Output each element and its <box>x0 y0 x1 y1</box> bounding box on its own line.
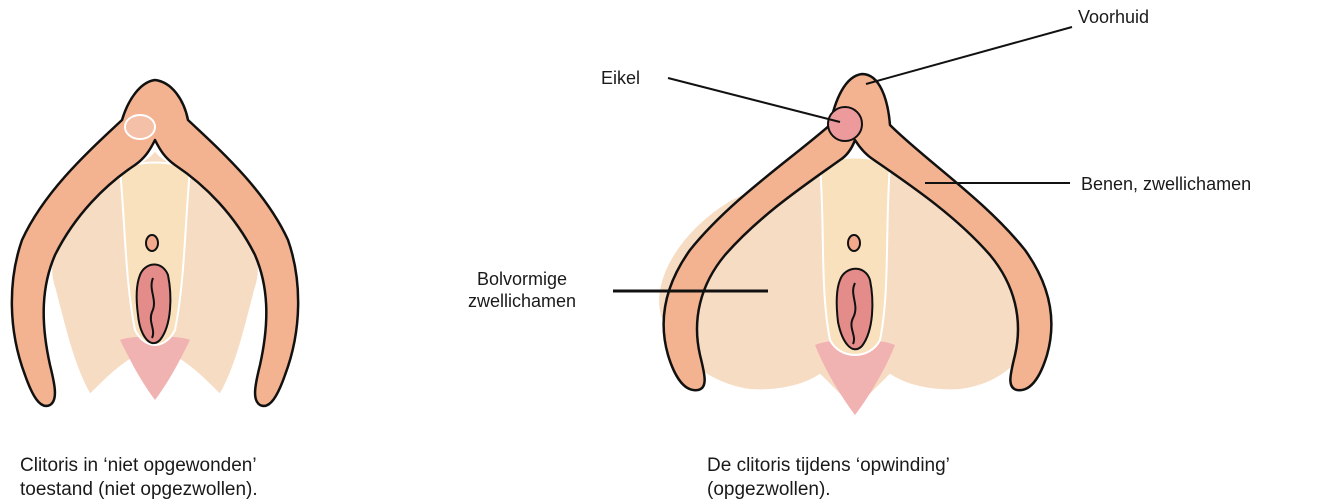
label-bolvormige-line2: zwellichamen <box>468 290 576 312</box>
label-benen-zwellichamen: Benen, zwellichamen <box>1081 173 1251 195</box>
caption-left-line2: toestand (niet opgezwollen). <box>20 478 258 502</box>
caption-right-line1: De clitoris tijdens ‘opwinding’ <box>707 454 950 478</box>
caption-right: De clitoris tijdens ‘opwinding’ (opgezwo… <box>707 454 950 502</box>
leader-voorhuid <box>866 27 1072 84</box>
right-glans <box>828 107 862 141</box>
label-eikel: Eikel <box>601 67 640 89</box>
label-bolvormige-line1: Bolvormige <box>468 268 576 290</box>
label-voorhuid: Voorhuid <box>1078 6 1149 28</box>
label-bolvormige-zwellichamen: Bolvormige zwellichamen <box>468 268 576 312</box>
left-glans <box>125 115 155 139</box>
left-illustration <box>12 80 298 406</box>
caption-left: Clitoris in ‘niet opgewonden’ toestand (… <box>20 454 258 502</box>
right-illustration <box>658 74 1051 415</box>
right-urethra <box>848 235 860 251</box>
caption-right-line2: (opgezwollen). <box>707 478 950 502</box>
leader-eikel <box>668 78 840 122</box>
left-urethra <box>146 235 158 251</box>
caption-left-line1: Clitoris in ‘niet opgewonden’ <box>20 454 258 478</box>
